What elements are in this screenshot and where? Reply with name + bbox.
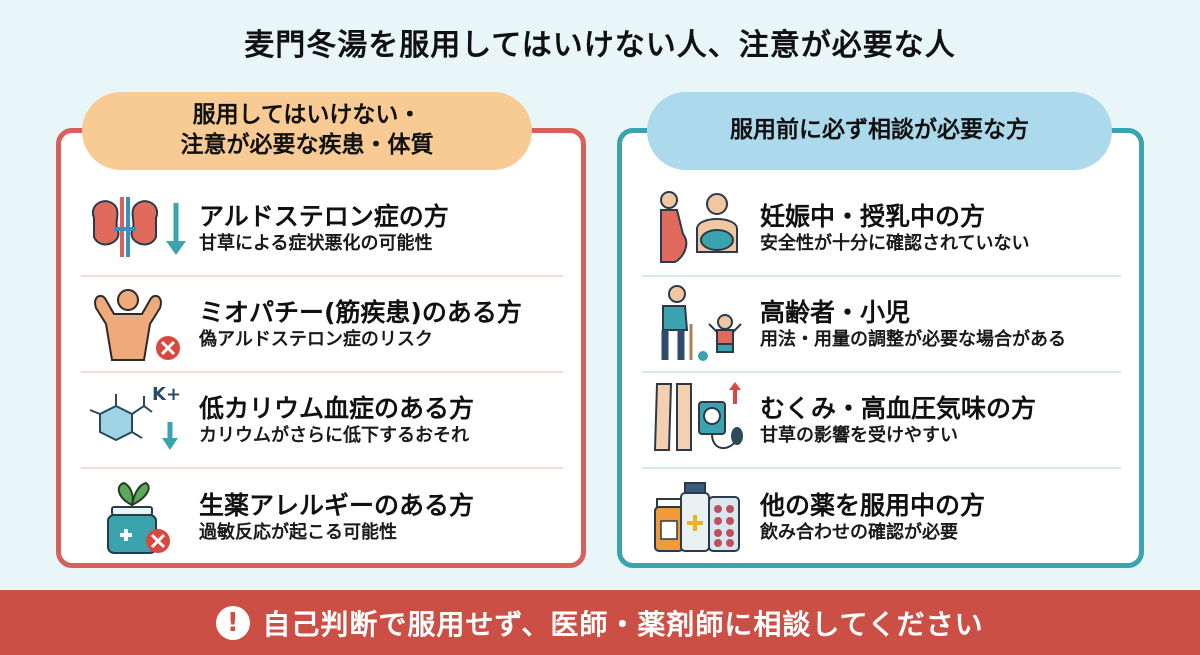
header-line-1: 服用してはいけない・	[192, 102, 422, 129]
kidney-down-arrow-icon	[81, 185, 191, 271]
list-item: K+ 低カリウム血症のある方 カリウムがさらに低下するおそれ	[81, 373, 563, 469]
list-item: ミオパチー(筋疾患)のある方 偽アルドステロン症のリスク	[81, 277, 563, 373]
list-item: 生薬アレルギーのある方 過敏反応が起こる可能性	[81, 469, 563, 565]
item-desc: 過敏反応が起こる可能性	[199, 521, 397, 543]
item-desc: 偽アルドステロン症のリスク	[199, 328, 433, 350]
item-title: ミオパチー(筋疾患)のある方	[199, 297, 522, 327]
item-title: 他の薬を服用中の方	[760, 490, 986, 520]
item-title: 生薬アレルギーのある方	[199, 490, 475, 520]
svg-text:K+: K+	[152, 384, 181, 405]
header-line-2: 注意が必要な疾患・体質	[180, 132, 434, 158]
pregnant-nursing-icon	[642, 185, 752, 271]
potassium-molecule-icon: K+	[81, 377, 191, 463]
item-title: 高齢者・小児	[760, 297, 911, 327]
list-item: アルドステロン症の方 甘草による症状悪化の可能性	[81, 181, 563, 277]
item-desc: 甘草による症状悪化の可能性	[199, 232, 433, 254]
medicines-icon	[642, 474, 752, 560]
warning-banner: ! 自己判断で服用せず、医師・薬剤師に相談してください	[0, 590, 1200, 655]
contraindications-panel: アルドステロン症の方 甘草による症状悪化の可能性 ミオパチー(筋疾患)のある方 …	[56, 128, 586, 568]
item-desc: カリウムがさらに低下するおそれ	[199, 424, 469, 446]
contraindications-header: 服用してはいけない・ 注意が必要な疾患・体質	[82, 92, 532, 170]
consultation-header: 服用前に必ず相談が必要な方	[647, 92, 1112, 170]
list-item: むくみ・高血圧気味の方 甘草の影響を受けやすい	[642, 373, 1121, 469]
item-title: 妊娠中・授乳中の方	[760, 201, 986, 231]
elderly-child-icon	[642, 281, 752, 367]
item-title: むくみ・高血圧気味の方	[760, 393, 1037, 423]
warning-text: 自己判断で服用せず、医師・薬剤師に相談してください	[262, 607, 984, 641]
item-desc: 甘草の影響を受けやすい	[760, 424, 958, 446]
edema-blood-pressure-icon	[642, 377, 752, 463]
item-title: 低カリウム血症のある方	[199, 393, 475, 423]
list-item: 高齢者・小児 用法・用量の調整が必要な場合がある	[642, 277, 1121, 373]
exclamation-icon: !	[216, 605, 251, 640]
muscle-cross-icon	[81, 281, 191, 367]
item-desc: 飲み合わせの確認が必要	[760, 521, 958, 543]
list-item: 妊娠中・授乳中の方 安全性が十分に確認されていない	[642, 181, 1121, 277]
item-desc: 用法・用量の調整が必要な場合がある	[760, 328, 1066, 350]
consultation-panel: 妊娠中・授乳中の方 安全性が十分に確認されていない 高齢者	[617, 128, 1144, 568]
herbal-jar-cross-icon	[81, 474, 191, 560]
item-desc: 安全性が十分に確認されていない	[760, 232, 1030, 254]
list-item: 他の薬を服用中の方 飲み合わせの確認が必要	[642, 469, 1121, 565]
page-title: 麦門冬湯を服用してはいけない人、注意が必要な人	[244, 28, 956, 63]
item-title: アルドステロン症の方	[199, 201, 449, 231]
